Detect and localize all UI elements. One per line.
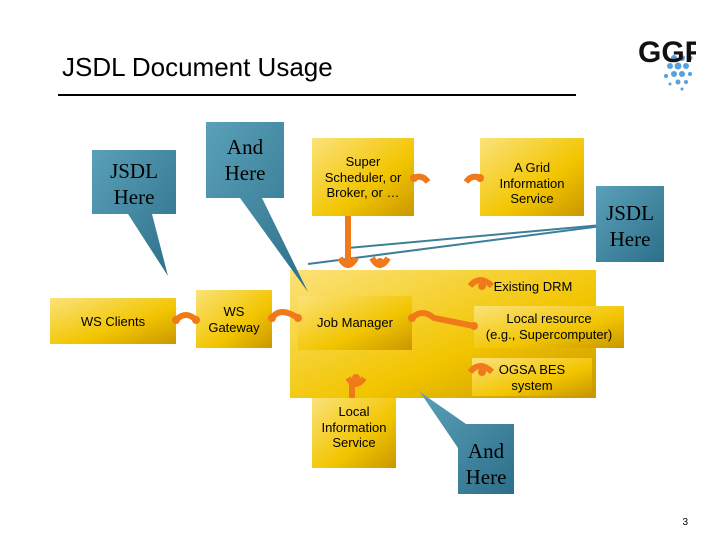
- callout-line: And: [226, 135, 264, 159]
- page-number: 3: [682, 517, 688, 528]
- page-title: JSDL Document Usage: [62, 52, 333, 82]
- local-resource-label: Local resource (e.g., Supercomputer): [474, 311, 624, 342]
- label-line: Broker, or …: [326, 185, 400, 201]
- callout-jsdl-left: [92, 150, 176, 276]
- job-manager-label: Job Manager: [317, 315, 393, 330]
- callout-line: Here: [224, 161, 266, 186]
- callout-line: JSDL: [110, 159, 158, 183]
- label-line: A Grid: [513, 160, 551, 175]
- label-line: Information: [321, 419, 387, 435]
- callout-jsdl-right-text: JSDL Here: [596, 200, 664, 253]
- callout-and-here-top: [206, 122, 308, 292]
- grid-info-label: A Grid Information Service: [480, 160, 584, 207]
- ggf-logo-icon: GGF: [638, 36, 696, 91]
- super-scheduler-label: Super Scheduler, or Broker, or …: [312, 154, 414, 201]
- callout-line: Here: [113, 185, 155, 210]
- ogsa-bes-label: OGSA BES system: [472, 362, 592, 393]
- label-line: Service: [510, 191, 554, 207]
- label-line: Super: [345, 154, 381, 169]
- label-line: system: [511, 377, 553, 393]
- job-manager-box: [298, 296, 412, 350]
- label-line: (e.g., Supercomputer): [485, 326, 613, 342]
- label-line: Local resource: [506, 311, 592, 326]
- callout-jsdl-right: [596, 186, 664, 262]
- callout-line: And: [467, 439, 505, 463]
- label-line: WS: [223, 304, 245, 319]
- label-line: Service: [332, 435, 376, 451]
- ogsa-bes-box: [472, 358, 592, 396]
- label-line: Scheduler, or: [324, 169, 402, 185]
- callout-and-here-bottom-text: And Here: [456, 438, 516, 491]
- callout-line: JSDL: [606, 201, 654, 225]
- label-line: Information: [499, 175, 565, 191]
- callout-and-here-bottom: [420, 392, 514, 494]
- callout-jsdl-left-text: JSDL Here: [92, 158, 176, 211]
- local-info-label: Local Information Service: [312, 404, 396, 451]
- ws-clients-box: [50, 298, 176, 344]
- grid-info-box: [480, 138, 584, 216]
- ws-gateway-label: WS Gateway: [196, 304, 272, 335]
- callout-pointer-lines: [307, 224, 603, 265]
- callout-line: Here: [465, 465, 507, 490]
- logo-text: GGF: [638, 36, 696, 69]
- label-line: OGSA BES: [498, 362, 566, 377]
- ws-gateway-box: [196, 290, 272, 348]
- local-info-box: [312, 398, 396, 468]
- callout-line: Here: [609, 227, 651, 252]
- title-underline: [58, 94, 576, 96]
- connector-dots: [172, 174, 486, 382]
- existing-drm-label: Existing DRM: [493, 279, 573, 294]
- super-scheduler-box: [312, 138, 414, 216]
- label-line: Local: [338, 404, 370, 419]
- callout-and-here-top-text: And Here: [206, 134, 284, 187]
- ws-clients-label: WS Clients: [80, 314, 146, 329]
- label-line: Gateway: [208, 319, 260, 335]
- local-resource-box: [474, 306, 624, 348]
